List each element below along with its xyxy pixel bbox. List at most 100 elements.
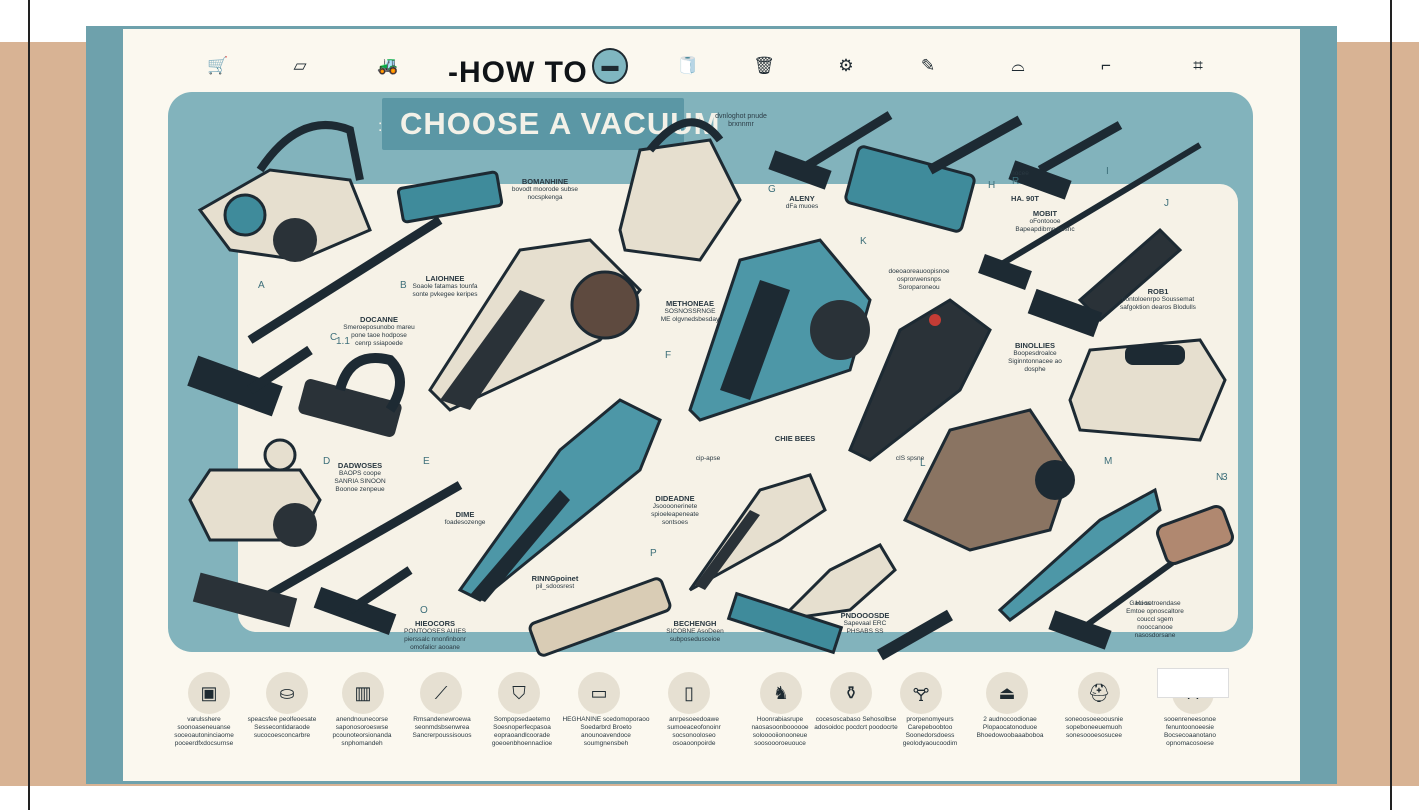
marker-label: J bbox=[1164, 198, 1169, 209]
callout-body: Boopesdroalce Siginntonnacee ao dosphe bbox=[1008, 350, 1062, 373]
canister-vacuum-brown bbox=[902, 408, 1075, 552]
callout-title: MOBIT bbox=[1032, 209, 1058, 218]
pump-icon: ⌗ bbox=[1193, 56, 1203, 75]
long-stick-vacuum bbox=[192, 481, 463, 628]
machine-icon: ⚙ bbox=[838, 56, 854, 75]
marker-label: M bbox=[1104, 456, 1113, 467]
floor-brush-1 bbox=[313, 566, 413, 636]
handheld-canister-vacuum bbox=[197, 121, 372, 262]
handheld-vacuum-right bbox=[1027, 227, 1183, 338]
handheld-vacuum-beige bbox=[618, 118, 742, 262]
callout-body: foadesozenge bbox=[444, 519, 486, 526]
callout-body: BAOPS coope SANRIA SINOON Boonoe zenpeue bbox=[334, 470, 386, 493]
marker-label: N bbox=[1216, 472, 1224, 483]
crevice-tool bbox=[877, 609, 953, 661]
spray-bottle-icon: ⛉ bbox=[498, 672, 540, 714]
marker-label: F bbox=[665, 350, 672, 361]
brush-head-icon: ▭ bbox=[578, 672, 620, 714]
robot-vacuum-icon: ▬ bbox=[592, 48, 628, 84]
callout-title: ALENY bbox=[789, 194, 815, 203]
frame-line bbox=[28, 0, 30, 810]
callout-body: Soaole fatamas tounfa sonte pvkegee keri… bbox=[412, 283, 478, 298]
bottle-icon: 🝖 bbox=[900, 672, 942, 714]
stick-vacuum-2 bbox=[768, 111, 893, 190]
callout-body: cIS spsne bbox=[895, 455, 925, 462]
callout-body: Hoos bbox=[1135, 600, 1151, 607]
bottom-caption: anendnounecorse saponosoroeswse pcounote… bbox=[332, 716, 392, 747]
bottom-caption: Sompopsedaetemo Soesnoperfecpasoa eoprao… bbox=[491, 716, 553, 747]
callout-body: SOSNOSSRNGE ME olgvnedsbesday bbox=[660, 308, 720, 323]
paper-roll-icon: 🧻 bbox=[677, 56, 699, 75]
callout-body: Gaoi sotroendase Emtoe opnoscaltore couc… bbox=[1126, 600, 1184, 639]
bin-vacuum-icon: ▥ bbox=[342, 672, 384, 714]
floor-wipe-icon: ▱ bbox=[293, 56, 307, 75]
marker-label: R bbox=[1012, 176, 1020, 187]
handheld-nozzle-beige bbox=[726, 543, 897, 655]
canister-vacuum-beige bbox=[188, 438, 322, 547]
mop-icon: ⌐ bbox=[1101, 56, 1111, 75]
bottom-caption: cocesoscabaso Sehosolbse adosoidoc pocdc… bbox=[814, 716, 898, 731]
callout-body: pil_sdoosrest bbox=[535, 583, 575, 590]
callout-label: nocee bbox=[1000, 170, 1040, 178]
callout-title: BOMANHINE bbox=[521, 177, 569, 186]
stick-vacuum-icon: ⟋ bbox=[420, 672, 462, 714]
bottom-caption: HEGHANINE scedomoporaoo Soedarbrd Broeto… bbox=[562, 716, 650, 747]
callout-body: doeoaoreauoopisnoe osprorwensnps Soropar… bbox=[888, 268, 950, 291]
bottom-caption: 2 audnocoodionae Plopaocatonoduoe Bhoedo… bbox=[976, 716, 1044, 739]
blank-card bbox=[1157, 668, 1229, 698]
marker-label: I bbox=[1106, 166, 1109, 177]
iron-shaped-vacuum bbox=[1068, 338, 1227, 442]
handheld-vacuum-large bbox=[428, 238, 643, 412]
poster-edge-right bbox=[1300, 29, 1334, 781]
marker-label: A bbox=[258, 280, 265, 291]
bottom-caption: sooenreneesonoe fenuntoonoeesie Bocsecoa… bbox=[1163, 716, 1217, 747]
bottom-caption: speacsfee peolfeoesate Sessecontidaraode… bbox=[247, 716, 317, 739]
flat-nozzle bbox=[528, 577, 672, 657]
callout-body: PONTOOSES AUIES pierssalc nnonfinbonr om… bbox=[403, 628, 466, 651]
floor-head-wide bbox=[844, 115, 1023, 233]
bottom-caption: Hoonrabiasrupe naosasoonboooooe solooooi… bbox=[751, 716, 809, 747]
title-banner bbox=[382, 98, 684, 150]
stick-vacuum-copper bbox=[1048, 504, 1234, 650]
callout-title: METHONEAE bbox=[666, 299, 714, 308]
marker-label: L bbox=[920, 458, 926, 469]
iron-vacuum-icon: ⏏ bbox=[986, 672, 1028, 714]
callout-title: DIDEADNE bbox=[655, 494, 695, 503]
bin-icon: 🗑 bbox=[753, 56, 775, 75]
nozzle-icon: ⚱ bbox=[830, 672, 872, 714]
bottom-caption: anrpesoeedoawe sumoeaceofonoinr socsonoo… bbox=[667, 716, 721, 747]
callout-label: Gaoi sotroendase Emtoe opnoscaltore couc… bbox=[1120, 600, 1190, 640]
marker-label: E bbox=[423, 456, 430, 467]
title-deco-left: : bbox=[378, 118, 383, 135]
canister-vacuum-icon: ⛀ bbox=[266, 672, 308, 714]
callout-title: DIME bbox=[455, 510, 475, 519]
stick-vacuum-3 bbox=[1008, 121, 1123, 200]
frame-line bbox=[1390, 0, 1392, 810]
callout-title: HIEOCORS bbox=[414, 619, 455, 628]
callout-label: cip-apse bbox=[683, 455, 733, 463]
upright-vacuum-icon: ▣ bbox=[188, 672, 230, 714]
callout-body: nocee bbox=[1011, 170, 1029, 177]
callout-label: doeoaoreauoopisnoe osprorwensnps Soropar… bbox=[884, 268, 954, 292]
callout-label: Hoos bbox=[1123, 600, 1163, 608]
callout-label: CHIE BEES bbox=[770, 435, 820, 443]
iron-icon: ⌓ bbox=[1011, 56, 1025, 75]
callout-title: DADWOSES bbox=[337, 461, 383, 470]
marker-label: O bbox=[420, 605, 428, 616]
marker-label: B bbox=[400, 280, 407, 291]
marker-label: G bbox=[768, 184, 776, 195]
callout-title: LAIOHNEE bbox=[425, 274, 465, 283]
callout-label: cIS spsne bbox=[890, 455, 930, 463]
